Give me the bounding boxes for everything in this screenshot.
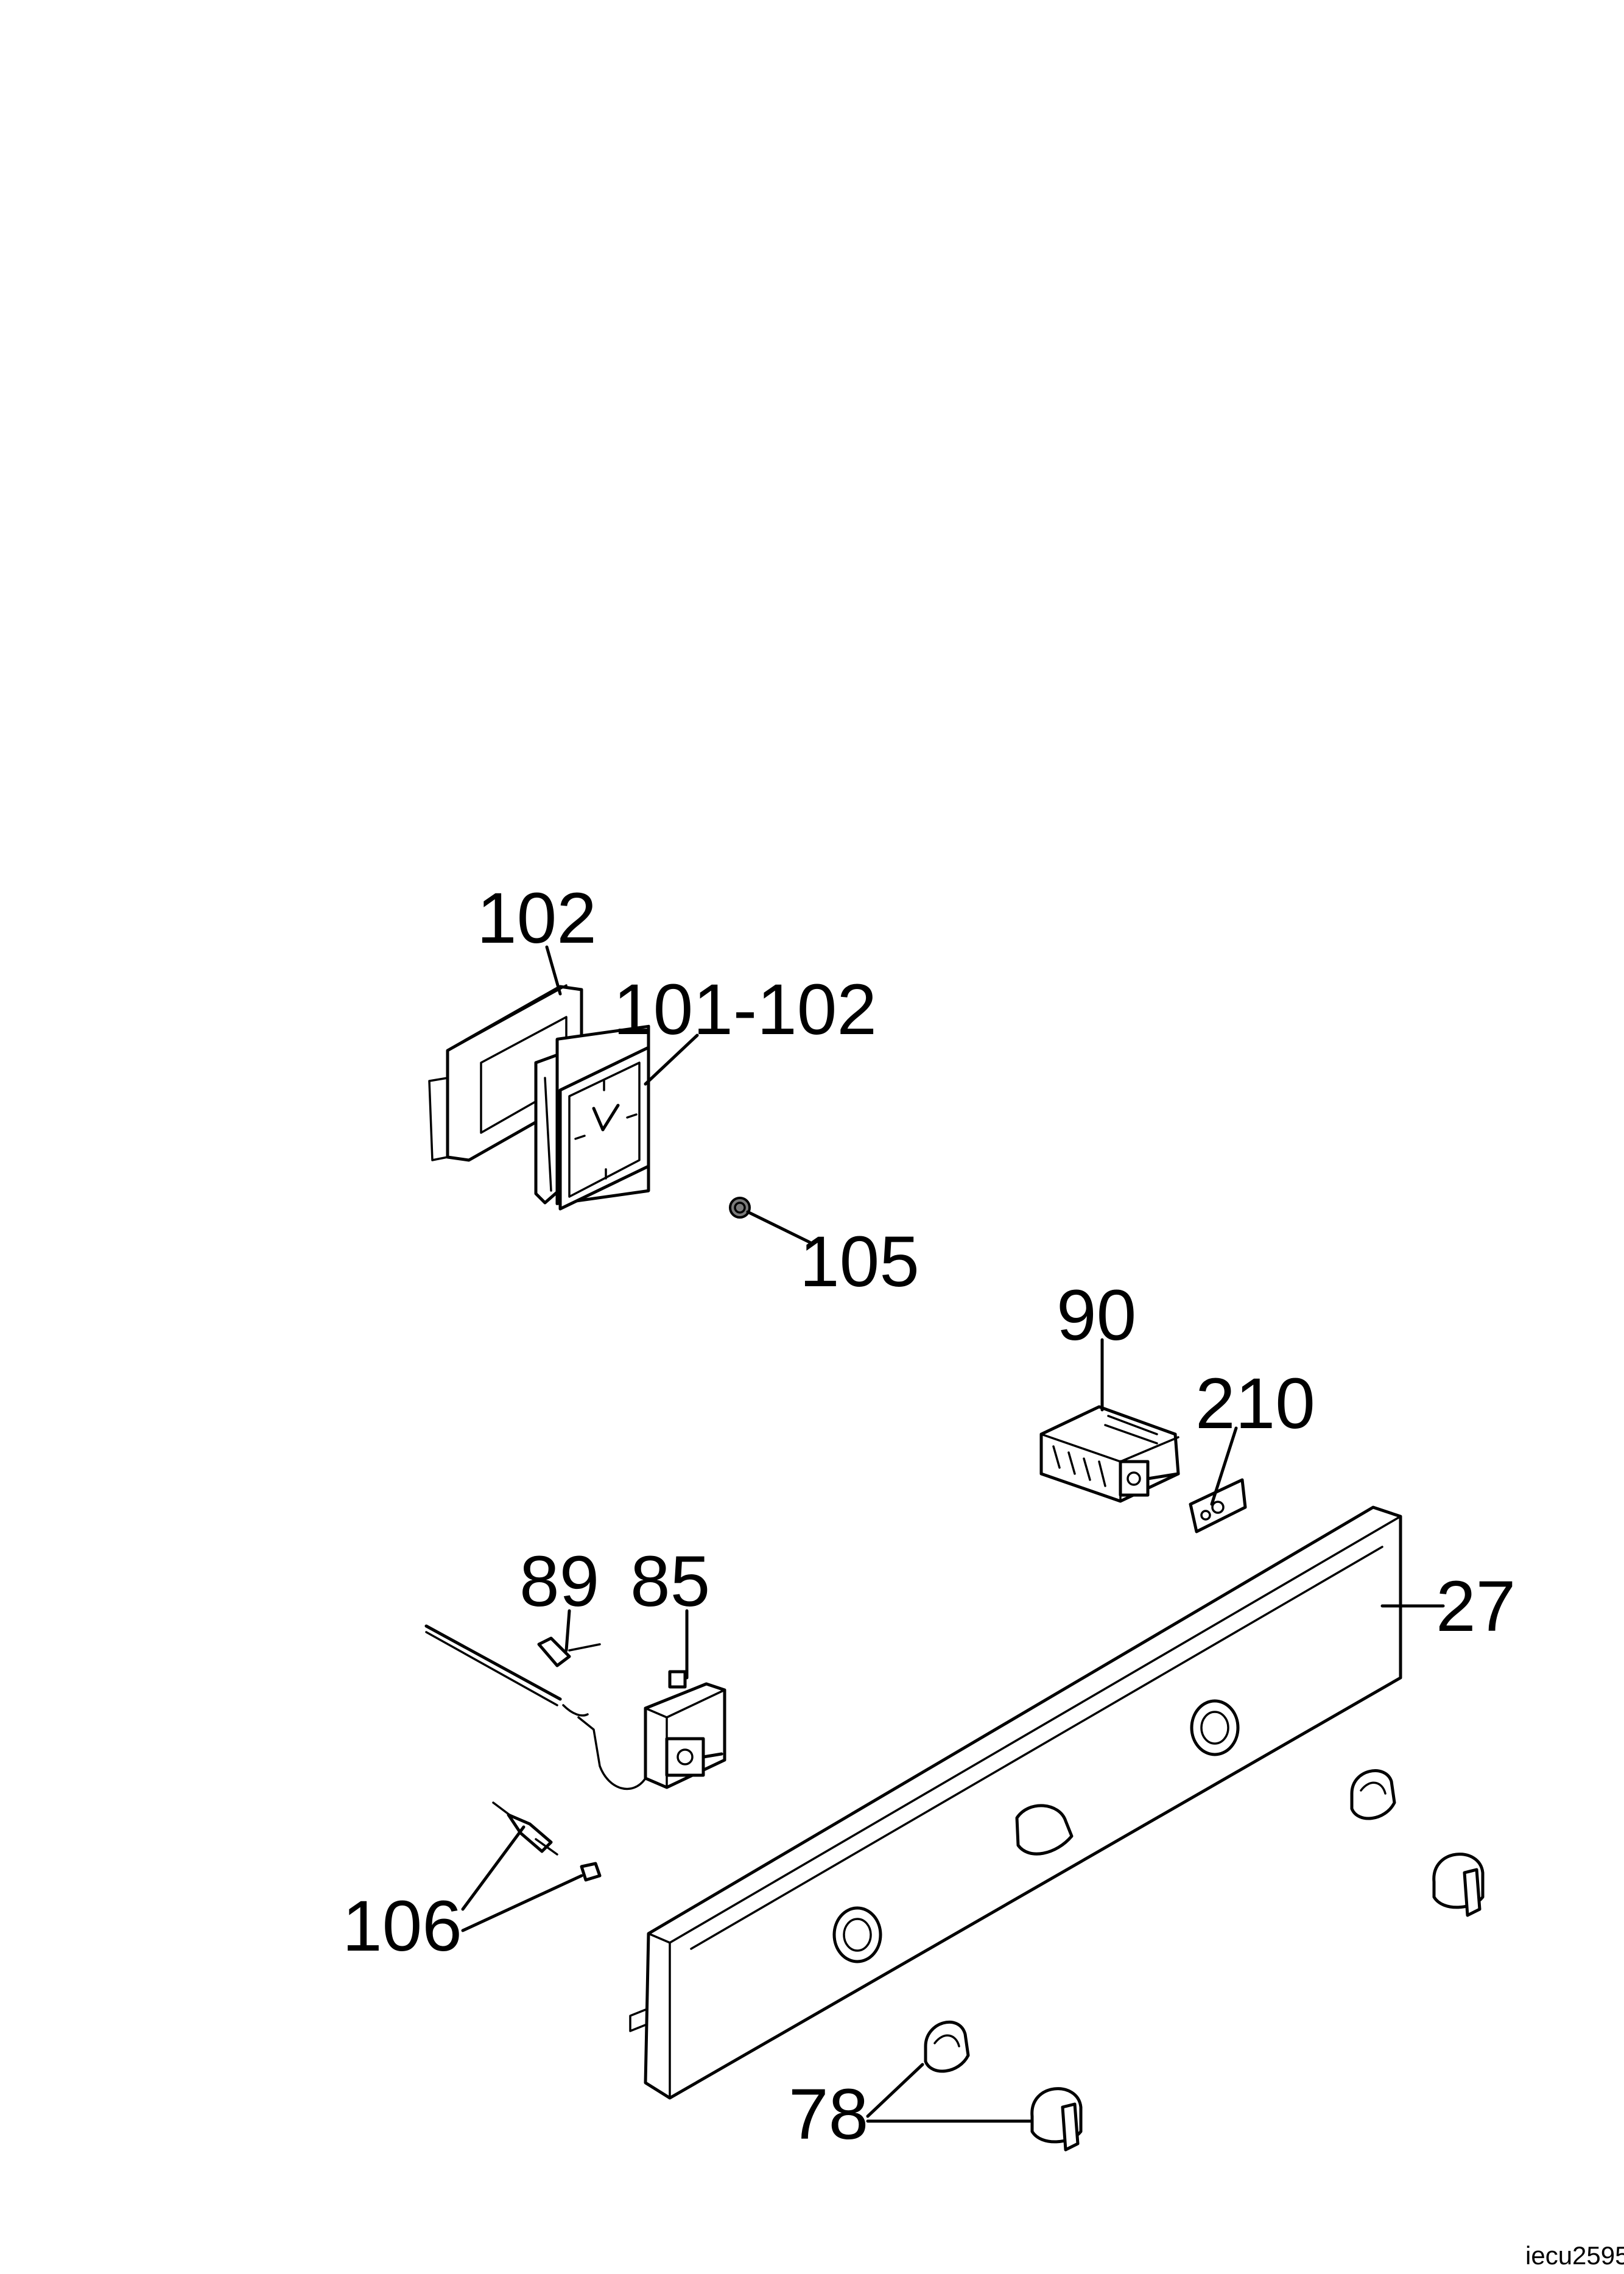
callout-210: 210: [1195, 1364, 1315, 1444]
leader-101-102: [644, 1033, 699, 1086]
control-panel-part: [629, 1505, 1402, 2100]
drawing-code: iecu2595: [1525, 2241, 1624, 2270]
callout-102: 102: [477, 878, 597, 959]
leader-106-a: [461, 1825, 526, 1911]
callout-89: 89: [519, 1541, 599, 1622]
knob-part-lower-small: [924, 2020, 970, 2073]
leader-102: [545, 945, 562, 996]
selector-switch-part: [1039, 1405, 1180, 1503]
knob-part-upper-small: [1350, 1769, 1396, 1820]
small-nut-part: [729, 1197, 751, 1219]
leader-78-a: [866, 2063, 924, 2118]
leader-210: [1210, 1426, 1238, 1506]
callout-85: 85: [630, 1541, 710, 1622]
temperature-probe-part: [424, 1624, 601, 1717]
callout-105: 105: [800, 1222, 919, 1302]
callout-78: 78: [789, 2074, 868, 2155]
knob-part-lower-large: [1030, 2087, 1083, 2152]
igniter-part: [492, 1801, 558, 1856]
callout-106: 106: [342, 1886, 462, 1966]
knob-part-upper-large: [1432, 1853, 1485, 1917]
leader-106-b: [461, 1874, 583, 1932]
thermostat-part: [577, 1670, 726, 1790]
small-bracket-part: [1189, 1478, 1247, 1533]
leader-105: [746, 1210, 812, 1244]
callout-27: 27: [1436, 1566, 1516, 1647]
leader-89: [564, 1609, 571, 1652]
igniter-nut-part: [580, 1862, 602, 1882]
clock-part: [534, 1024, 650, 1211]
leader-lines: [461, 945, 1445, 2123]
callout-90: 90: [1056, 1275, 1136, 1356]
callout-101-102: 101-102: [613, 970, 877, 1050]
